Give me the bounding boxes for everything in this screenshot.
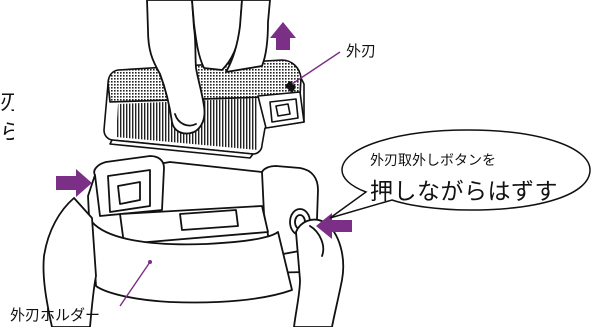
arrow-left-icon bbox=[316, 213, 352, 239]
callout-line2: 押しながらはずす bbox=[370, 179, 558, 205]
outer-blade-label: 外刃 bbox=[346, 42, 377, 60]
leader-holder bbox=[119, 261, 151, 307]
hand-left bbox=[42, 197, 97, 327]
outer-blade bbox=[103, 59, 305, 159]
cut-off-text-line1: 刃 bbox=[0, 90, 14, 114]
arrow-up-icon bbox=[270, 22, 296, 50]
holder-label: 外刃ホルダー bbox=[10, 306, 101, 324]
leader-outer-blade bbox=[291, 51, 341, 85]
hand-top bbox=[146, 0, 271, 135]
arrow-right-icon bbox=[56, 169, 92, 197]
cut-off-text-line2: ら bbox=[0, 120, 14, 144]
holder-front-face bbox=[91, 221, 293, 304]
outer-blade-holder bbox=[87, 155, 319, 304]
callout-line1: 外刃取外しボタンを bbox=[370, 153, 496, 169]
hand-right bbox=[293, 218, 345, 327]
callout-bubble bbox=[329, 129, 591, 219]
